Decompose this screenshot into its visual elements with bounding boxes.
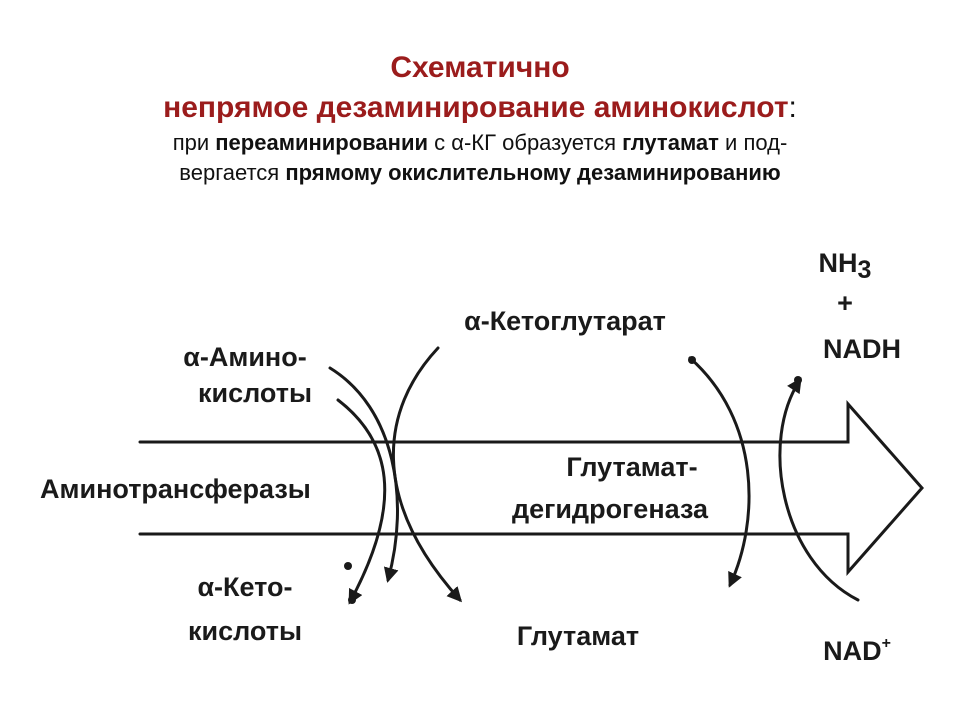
label-glutamate: Глутамат bbox=[517, 621, 639, 651]
description-line-2: вергается прямому окислительному дезамин… bbox=[0, 158, 960, 188]
desc1-text-1: при bbox=[172, 130, 216, 155]
label-amino-acids-1: α-Амино- bbox=[183, 342, 306, 372]
nad-curve bbox=[778, 377, 860, 602]
ketoglutarate-curve bbox=[392, 346, 463, 603]
glutamate-curve bbox=[688, 356, 751, 588]
desc1-text-2: с α-КГ образуется bbox=[428, 130, 623, 155]
label-nad: NAD+ bbox=[823, 635, 891, 666]
label-nh3: NH3 bbox=[819, 248, 872, 284]
main-process-arrow bbox=[138, 400, 924, 576]
label-keto-acids-2: кислоты bbox=[188, 616, 302, 646]
amino-acid-curve-2 bbox=[336, 398, 387, 605]
label-amino-acids-2: кислоты bbox=[198, 378, 312, 408]
desc1-bold-transamination: переаминировании bbox=[215, 130, 428, 155]
slide-header: Схематично непрямое дезаминирование амин… bbox=[0, 48, 960, 188]
label-gdh-1: Глутамат- bbox=[566, 452, 697, 482]
slide-title: Схематично bbox=[0, 48, 960, 88]
desc1-text-3: и под- bbox=[718, 130, 788, 155]
title-colon: : bbox=[788, 91, 797, 124]
title-line-2: непрямое дезаминирование аминокислот bbox=[163, 91, 789, 124]
label-gdh-2: дегидрогеназа bbox=[512, 494, 709, 524]
label-nadh: NADH bbox=[823, 334, 901, 364]
glutamate-dot bbox=[688, 356, 696, 364]
title-line-1: Схематично bbox=[390, 51, 570, 84]
label-ketoglutarate: α-Кетоглутарат bbox=[464, 306, 666, 336]
desc1-bold-glutamate: глутамат bbox=[622, 130, 719, 155]
slide-subtitle: непрямое дезаминирование аминокислот: bbox=[0, 88, 960, 128]
keto-acid-dot-2 bbox=[348, 596, 356, 604]
label-aminotransferases: Аминотрансферазы bbox=[40, 474, 311, 504]
label-plus: + bbox=[837, 288, 853, 318]
nadh-dot bbox=[794, 376, 802, 384]
desc2-text-1: вергается bbox=[179, 160, 286, 185]
description-line-1: при переаминировании с α-КГ образуется г… bbox=[0, 128, 960, 158]
keto-acid-dot-1 bbox=[344, 562, 352, 570]
amino-acid-curve bbox=[328, 366, 399, 583]
desc2-bold-deamination: прямому окислительному дезаминированию bbox=[285, 160, 781, 185]
label-keto-acids-1: α-Кето- bbox=[197, 572, 292, 602]
